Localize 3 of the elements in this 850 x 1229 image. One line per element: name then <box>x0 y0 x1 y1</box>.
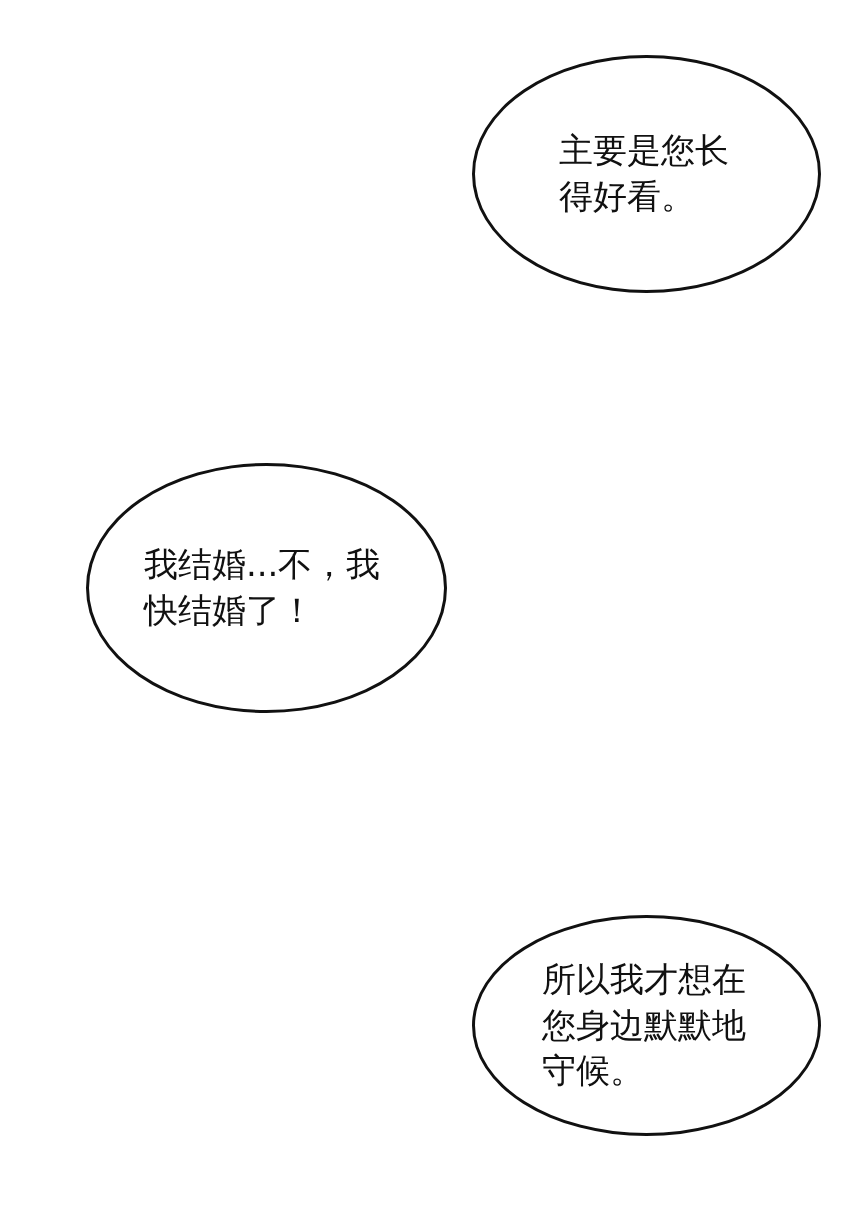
speech-text: 主要是您长得好看。 <box>559 129 730 218</box>
speech-text: 我结婚...不，我快结婚了！ <box>144 543 382 632</box>
speech-text: 所以我才想在您身边默默地守候。 <box>541 957 747 1093</box>
